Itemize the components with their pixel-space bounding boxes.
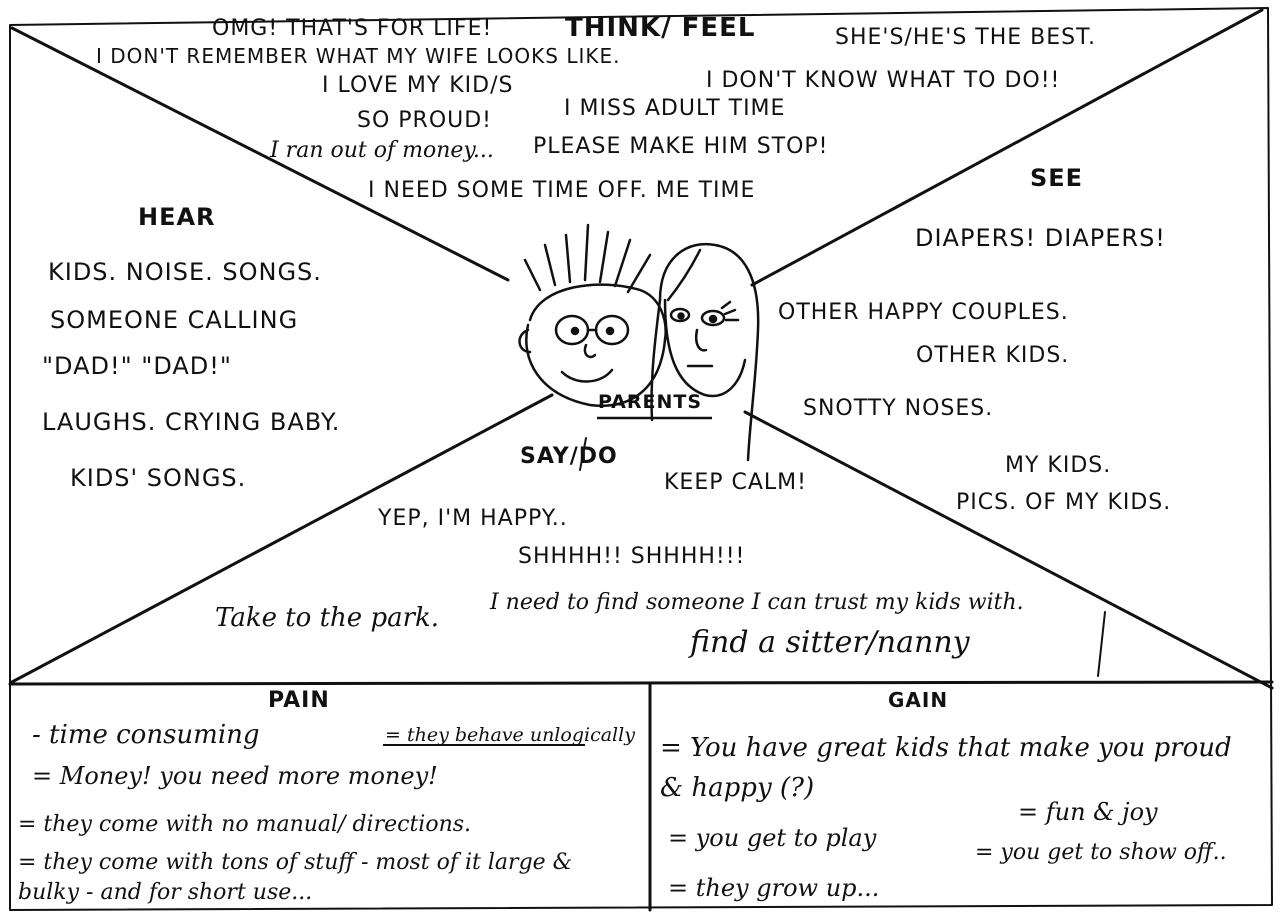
gain-header: GAIN: [888, 688, 949, 712]
gain-item: = they grow up...: [668, 874, 880, 902]
say-do-item: Take to the park.: [215, 603, 440, 633]
think-feel-item: I DON'T KNOW WHAT TO DO!!: [706, 68, 1061, 93]
pain-item: - time consuming: [32, 720, 260, 750]
say-do-item: KEEP CALM!: [664, 470, 807, 495]
father-sketch: [518, 223, 667, 407]
pain-item: = they come with no manual/ directions.: [18, 812, 472, 837]
hear-item: LAUGHS. CRYING BABY.: [42, 408, 341, 436]
gain-item: = fun & joy: [1018, 798, 1158, 826]
think-feel-header: THINK/ FEEL: [565, 13, 756, 43]
see-header: SEE: [1030, 164, 1084, 192]
diagonal-bottom-right: [743, 410, 1274, 690]
gain-item: = You have great kids that make you prou…: [660, 733, 1232, 803]
think-feel-item: I ran out of money...: [270, 138, 494, 163]
see-item: DIAPERS! DIAPERS!: [915, 224, 1166, 252]
hear-item: SOMEONE CALLING: [50, 306, 299, 334]
frame-outline: [9, 7, 1273, 911]
parents-label: PARENTS: [598, 391, 703, 413]
see-item: OTHER HAPPY COUPLES.: [778, 300, 1069, 325]
pain-item: = they come with tons of stuff - most of…: [18, 850, 573, 905]
say-do-item: SHHHH!! SHHHH!!!: [518, 544, 746, 569]
think-feel-item: PLEASE MAKE HIM STOP!: [533, 134, 829, 159]
say-do-slash: [579, 437, 587, 471]
think-feel-item: SO PROUD!: [357, 108, 493, 133]
hear-item: KIDS. NOISE. SONGS.: [48, 258, 322, 286]
say-do-item: YEP, I'M HAPPY..: [378, 506, 568, 531]
diagonal-top-right: [750, 8, 1264, 287]
say-do-item: I need to find someone I can trust my ki…: [490, 590, 1024, 615]
hear-header: HEAR: [138, 203, 216, 231]
gain-item: = you get to show off..: [975, 840, 1227, 865]
think-feel-item: I LOVE MY KID/S: [322, 73, 514, 98]
think-feel-item: I NEED SOME TIME OFF. ME TIME: [368, 178, 756, 203]
diagonal-top-left: [10, 26, 510, 282]
think-feel-item: OMG! THAT'S FOR LIFE!: [212, 16, 493, 41]
see-item: MY KIDS.: [1005, 453, 1112, 478]
see-item: SNOTTY NOSES.: [803, 396, 994, 421]
see-item: OTHER KIDS.: [916, 343, 1070, 368]
mother-sketch: [650, 242, 760, 462]
pain-item: = Money! you need more money!: [32, 762, 438, 790]
say-do-item: find a sitter/nanny: [690, 625, 970, 660]
diagonal-bottom-left: [10, 393, 554, 684]
hear-item: "DAD!" "DAD!": [42, 352, 232, 380]
think-feel-item: SHE'S/HE'S THE BEST.: [835, 25, 1096, 50]
gain-item: = you get to play: [668, 824, 877, 852]
see-item: PICS. OF MY KIDS.: [956, 490, 1172, 515]
pain-header: PAIN: [268, 688, 330, 713]
say-do-header: SAY/DO: [520, 444, 618, 469]
think-feel-item: I DON'T REMEMBER WHAT MY WIFE LOOKS LIKE…: [96, 44, 621, 68]
hear-item: KIDS' SONGS.: [70, 464, 247, 492]
think-feel-item: I MISS ADULT TIME: [564, 96, 786, 121]
pain-gain-top-line: [8, 680, 1274, 686]
pain-item: = they behave unlogically: [385, 724, 635, 746]
